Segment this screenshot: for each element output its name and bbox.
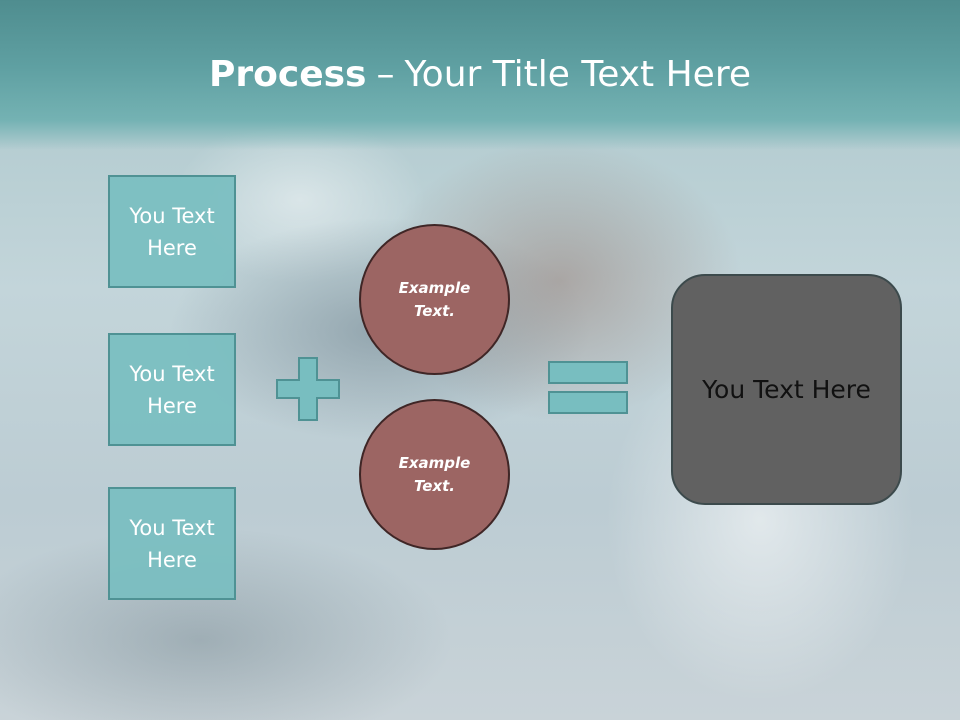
- example-circle-1: Example Text.: [359, 224, 510, 375]
- slide-title: Process–Your Title Text Here: [0, 52, 960, 98]
- result-box: You Text Here: [671, 274, 902, 505]
- input-box-1: You Text Here: [108, 175, 236, 288]
- input-box-1-text: You Text Here: [129, 203, 215, 260]
- plus-icon: [276, 357, 340, 421]
- example-circle-2: Example Text.: [359, 399, 510, 550]
- title-bar: [0, 0, 960, 150]
- title-rest: Your Title Text Here: [404, 54, 751, 95]
- title-separator: –: [376, 54, 395, 95]
- input-box-3-text: You Text Here: [129, 515, 215, 572]
- example-circle-2-text: Example Text.: [398, 453, 471, 495]
- input-box-3: You Text Here: [108, 487, 236, 600]
- result-box-text: You Text Here: [702, 375, 871, 404]
- input-box-2: You Text Here: [108, 333, 236, 446]
- example-circle-1-text: Example Text.: [398, 278, 471, 320]
- input-box-2-text: You Text Here: [129, 361, 215, 418]
- title-bold: Process: [208, 54, 367, 95]
- equals-icon: [548, 361, 628, 414]
